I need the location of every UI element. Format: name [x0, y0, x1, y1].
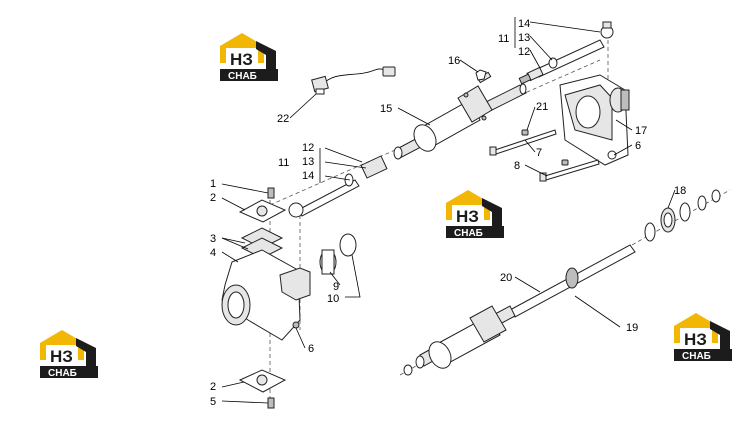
logo-caption: СНАБ — [228, 71, 257, 82]
callout-10: 10 — [327, 293, 339, 305]
callout-4: 4 — [210, 247, 216, 259]
steering-knuckle-part — [221, 249, 311, 341]
callout-13-lower: 13 — [302, 156, 314, 168]
callout-2-lower: 2 — [210, 381, 216, 393]
logo-caption: СНАБ — [48, 368, 77, 379]
cylinder-lower-part — [403, 305, 516, 376]
logo-caption: СНАБ — [454, 228, 483, 239]
lower-plate-part — [238, 369, 287, 409]
logo-letters: НЗ — [684, 330, 707, 349]
callout-11-lower: 11 — [278, 157, 289, 169]
watermark-logo-center: НЗ СНАБ — [446, 190, 504, 239]
housing-part — [559, 74, 630, 166]
seal-kit-part — [644, 189, 721, 242]
cylinder-upper-part — [393, 83, 527, 160]
callout-21: 21 — [536, 101, 548, 113]
callout-13-upper: 13 — [518, 32, 530, 44]
callout-16: 16 — [448, 55, 460, 67]
watermark-logo-top: НЗ СНАБ — [220, 33, 278, 82]
rod-end-upper-part — [518, 21, 614, 85]
piston-rod-part — [509, 244, 636, 318]
logo-letters: НЗ — [50, 347, 73, 366]
upper-plate-part — [238, 187, 287, 259]
callout-20: 20 — [500, 272, 512, 284]
logo-letters: НЗ — [230, 50, 253, 69]
logo-letters: НЗ — [456, 207, 479, 226]
callout-14-lower: 14 — [302, 170, 314, 182]
watermark-logo-left: НЗ СНАБ — [40, 330, 98, 379]
leader-lines — [221, 17, 676, 404]
callout-2-upper: 2 — [210, 192, 216, 204]
callout-5: 5 — [210, 396, 216, 408]
sensor-cable-part — [311, 66, 396, 95]
callout-8: 8 — [514, 160, 520, 172]
callout-12-lower: 12 — [302, 142, 314, 154]
logo-caption: СНАБ — [682, 351, 711, 362]
callout-11-upper: 11 — [498, 33, 509, 45]
callout-6-upper: 6 — [635, 140, 641, 152]
callout-9: 9 — [333, 281, 339, 293]
callout-18: 18 — [674, 185, 686, 197]
watermark-logo-right: НЗ СНАБ — [674, 313, 732, 362]
tie-rod-end-lower-part — [288, 155, 388, 218]
callout-6-lower: 6 — [308, 343, 314, 355]
callout-7: 7 — [536, 147, 542, 159]
bolt-part — [475, 69, 492, 84]
callout-14-upper: 14 — [518, 18, 530, 30]
callout-labels: 1 2 3 4 6 2 5 9 10 11 12 13 14 11 14 13 … — [210, 18, 686, 408]
callout-15: 15 — [380, 103, 392, 115]
pins-and-bolts — [489, 129, 600, 182]
callout-22: 22 — [277, 113, 289, 125]
callout-3: 3 — [210, 233, 216, 245]
callout-1: 1 — [210, 178, 216, 190]
callout-19: 19 — [626, 322, 638, 334]
callout-17: 17 — [635, 125, 647, 137]
bushing-parts — [319, 233, 357, 275]
callout-12-upper: 12 — [518, 46, 530, 58]
